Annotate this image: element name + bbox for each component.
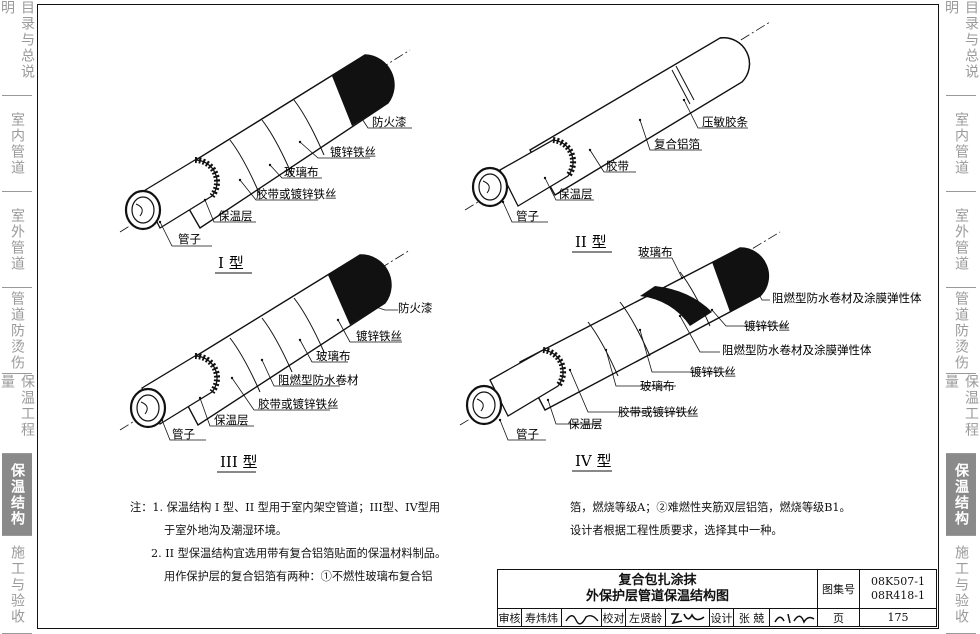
label-1-3: 胶带或镀锌铁丝 [256, 187, 337, 201]
label-2-2: 胶带 [606, 159, 629, 173]
design-label: 设计 [710, 609, 734, 626]
title-line1: 复合包扎涂抹 [618, 573, 697, 588]
atlas-no-1: 08K507-1 [871, 575, 925, 588]
page-label: 页 [818, 609, 860, 626]
diagram-type2: 压敏胶条 复合铝箔 胶带 保温层 管子 II 型 [464, 21, 771, 253]
label-2-0: 压敏胶条 [702, 115, 748, 129]
checker: 左贤龄 [626, 609, 666, 626]
designer: 张 兢 [734, 609, 770, 626]
right-tab-3[interactable]: 管道防烫伤 [946, 288, 976, 374]
note-2c: 箔，燃烧等级A；②难燃性夹筋双层铝箔，燃烧等级B1。 [570, 501, 851, 514]
reviewer: 寿炜炜 [522, 609, 562, 626]
label-3-0: 防火漆 [398, 301, 433, 315]
left-tab-label: 管道防烫伤 [9, 290, 25, 371]
note-2d: 设计者根据工程性质要求，选择其中一种。 [570, 524, 783, 537]
label-4-5: 玻璃布 [640, 379, 675, 393]
right-tab-label: 保温结构 [953, 462, 969, 527]
left-tab-label: 室内管道 [9, 111, 25, 176]
title-type2: II 型 [575, 233, 607, 251]
title-type4: IV 型 [575, 452, 612, 470]
right-tab-5[interactable]: 保温结构 [946, 454, 976, 536]
left-tab-3[interactable]: 管道防烫伤 [2, 288, 32, 374]
diagram-type1: 防火漆 镀锌铁丝 玻璃布 胶带或镀锌铁丝 保温层 管子 I 型 [119, 49, 412, 274]
right-tab-label: 目录与总说明 [943, 0, 979, 80]
designer-signature [770, 609, 818, 626]
right-tab-4[interactable]: 保温工程量 [943, 374, 979, 454]
label-4-1: 阻燃型防水卷材及涂膜弹性体 [772, 291, 922, 305]
check-label: 校对 [602, 609, 626, 626]
label-3-4: 胶带或镀锌铁丝 [258, 397, 339, 411]
label-1-1: 镀锌铁丝 [330, 145, 376, 159]
left-tab-label: 室外管道 [9, 207, 25, 272]
reviewer-signature [562, 609, 602, 626]
left-tab-1[interactable]: 室内管道 [2, 96, 32, 192]
label-3-2: 玻璃布 [316, 349, 351, 363]
right-tab-label: 室外管道 [953, 207, 969, 272]
label-4-2: 镀锌铁丝 [744, 319, 790, 333]
atlas-no-2: 08R418-1 [871, 589, 925, 602]
drawing-frame [37, 4, 939, 629]
label-3-3: 阻燃型防水卷材 [278, 373, 359, 387]
title-line2: 外保护层管道保温结构图 [585, 589, 729, 604]
label-1-4: 保温层 [218, 209, 253, 223]
left-tab-label: 保温工程量 [0, 374, 35, 438]
atlas-label: 图集号 [818, 570, 860, 609]
label-4-7: 保温层 [568, 417, 603, 431]
note-1a: 1. 保温结构 I 型、II 型用于室内架空管道；III型、IV型用 [152, 501, 441, 514]
label-3-1: 镀锌铁丝 [356, 329, 402, 343]
title-type3: III 型 [220, 453, 258, 471]
label-3-5: 保温层 [214, 413, 249, 427]
diagram-type4: 玻璃布 阻燃型防水卷材及涂膜弹性体 镀锌铁丝 阻燃型防水卷材及涂膜弹性体 镀锌铁… [459, 231, 922, 472]
label-2-3: 保温层 [558, 187, 593, 201]
right-tab-label: 施工与验收 [953, 544, 969, 625]
title-type1: I 型 [218, 254, 244, 272]
drawing-title: 复合包扎涂抹 外保护层管道保温结构图 [498, 570, 818, 609]
title-block: 复合包扎涂抹 外保护层管道保温结构图 图集号 08K507-1 08R418-1… [497, 569, 937, 627]
label-4-8: 管子 [516, 427, 539, 441]
page-number: 175 [887, 611, 909, 624]
review-label: 审核 [498, 609, 522, 626]
right-tab-1[interactable]: 室内管道 [946, 96, 976, 192]
notes-prefix: 注： [130, 501, 153, 514]
sidebar-left: 目录与总说明室内管道室外管道管道防烫伤保温工程量保温结构施工与验收 [0, 0, 35, 634]
note-2b: 用作保护层的复合铝箔有两种：①不燃性玻璃布复合铝 [164, 570, 433, 583]
diagram-type3: 防火漆 镀锌铁丝 玻璃布 阻燃型防水卷材 胶带或镀锌铁丝 保温层 管子 III … [119, 249, 433, 473]
label-2-4: 管子 [516, 209, 539, 223]
label-4-6: 胶带或镀锌铁丝 [618, 405, 699, 419]
left-tab-4[interactable]: 保温工程量 [0, 374, 35, 454]
right-tab-label: 室内管道 [953, 111, 969, 176]
left-tab-label: 保温结构 [9, 462, 25, 527]
right-tab-label: 保温工程量 [943, 374, 979, 438]
label-4-0: 玻璃布 [638, 245, 673, 259]
atlas-number: 08K507-1 08R418-1 [860, 570, 936, 609]
note-2a: 2. II 型保温结构宜选用带有复合铝箔贴面的保温材料制品。 [151, 547, 447, 560]
label-1-0: 防火漆 [372, 115, 407, 129]
left-tab-label: 目录与总说明 [0, 0, 35, 80]
left-tab-label: 施工与验收 [9, 544, 25, 625]
label-1-2: 玻璃布 [284, 165, 319, 179]
right-tab-0[interactable]: 目录与总说明 [943, 0, 979, 96]
label-2-1: 复合铝箔 [654, 137, 700, 151]
label-1-5: 管子 [178, 232, 201, 246]
right-tab-label: 管道防烫伤 [953, 290, 969, 371]
checker-signature [666, 609, 710, 626]
label-4-3: 阻燃型防水卷材及涂膜弹性体 [722, 343, 872, 357]
label-4-4: 镀锌铁丝 [690, 365, 736, 379]
notes-left: 注：1. 保温结构 I 型、II 型用于室内架空管道；III型、IV型用 于室外… [130, 500, 446, 584]
left-tab-0[interactable]: 目录与总说明 [0, 0, 35, 96]
left-tab-5[interactable]: 保温结构 [2, 454, 32, 536]
notes-right: 箔，燃烧等级A；②难燃性夹筋双层铝箔，燃烧等级B1。 设计者根据工程性质要求，选… [570, 500, 851, 538]
label-3-6: 管子 [172, 427, 195, 441]
right-tab-2[interactable]: 室外管道 [946, 192, 976, 288]
left-tab-2[interactable]: 室外管道 [2, 192, 32, 288]
note-1b: 于室外地沟及潮湿环境。 [164, 524, 288, 537]
